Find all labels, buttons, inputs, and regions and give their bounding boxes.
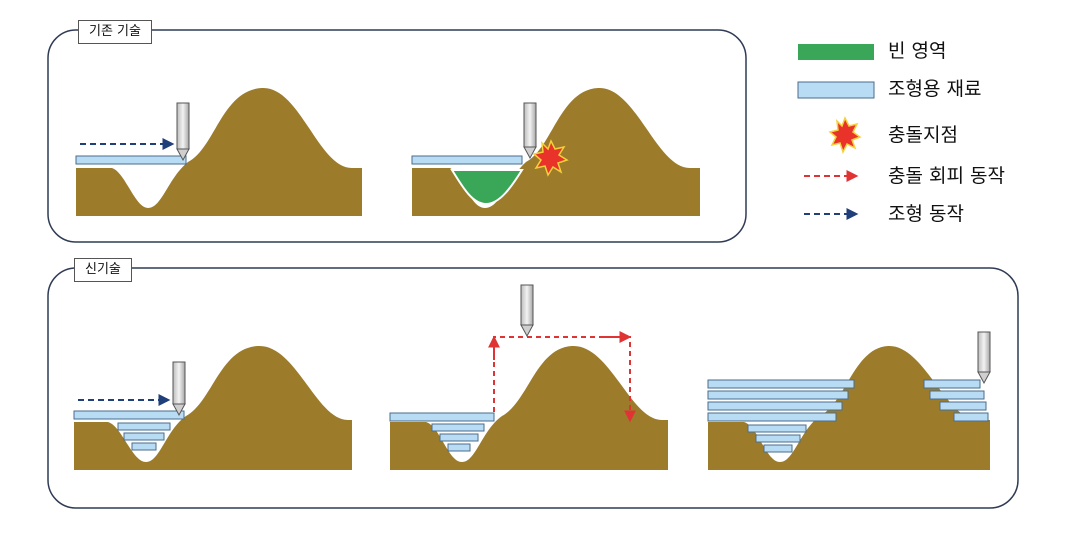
build-material-layer (439, 433, 479, 442)
prior-tech-label: 기존 기술 (78, 20, 152, 44)
build-material-layer (939, 401, 987, 411)
legend (797, 44, 875, 220)
build-material-layer (929, 390, 985, 400)
prior-scene-collision (411, 87, 700, 217)
nozzle-icon (176, 102, 190, 162)
build-material-layer (131, 442, 157, 451)
terrain (76, 87, 362, 217)
nozzle-icon (523, 102, 537, 160)
build-material-layer (707, 379, 855, 389)
build-material-layer (763, 444, 793, 453)
build-material-layer (923, 379, 981, 389)
build-material-layer (123, 432, 165, 441)
nozzle-icon (977, 331, 991, 385)
new-scene-complete-build (707, 331, 991, 470)
legend-empty-region-label: 빈 영역 (888, 40, 947, 62)
build-material-layer (431, 423, 485, 432)
terrain (708, 345, 990, 470)
build-material-layer (411, 155, 523, 165)
build-material-layer (707, 401, 843, 411)
new-scene-collision-avoidance (389, 284, 668, 470)
terrain (74, 345, 352, 470)
build-material-layer (707, 412, 837, 422)
build-material-layer (707, 390, 849, 400)
new-tech-label: 신기술 (74, 258, 132, 282)
empty-region (450, 169, 524, 206)
build-material-layer (755, 434, 801, 443)
build-material-layer (747, 424, 807, 433)
legend-collision-point-label: 충돌지점 (888, 124, 958, 146)
terrain (390, 345, 668, 470)
nozzle-icon (172, 361, 186, 417)
legend-build-material-label: 조형용 재료 (888, 78, 982, 100)
collision-burst-icon (532, 139, 569, 177)
legend-build-motion-label: 조형 동작 (888, 203, 964, 225)
build-material-layer (73, 410, 185, 420)
prior-scene-build-motion (75, 87, 362, 217)
build-material-layer (447, 443, 471, 452)
legend-collision-avoidance-label: 충돌 회피 동작 (888, 165, 1005, 187)
new-tech-panel-frame (47, 267, 1019, 509)
build-material-layer (117, 422, 171, 431)
collision-avoidance-arrow (493, 336, 636, 423)
build-material-layer (75, 155, 187, 165)
new-scene-layered-fill (73, 345, 352, 470)
legend-build-material-swatch (797, 81, 875, 99)
build-material-layer (953, 412, 989, 422)
build-material-layer (389, 412, 495, 422)
nozzle-icon (520, 284, 534, 338)
legend-empty-region-swatch (798, 44, 874, 60)
legend-collision-burst-icon (828, 116, 862, 154)
prior-tech-panel-frame (47, 29, 747, 243)
